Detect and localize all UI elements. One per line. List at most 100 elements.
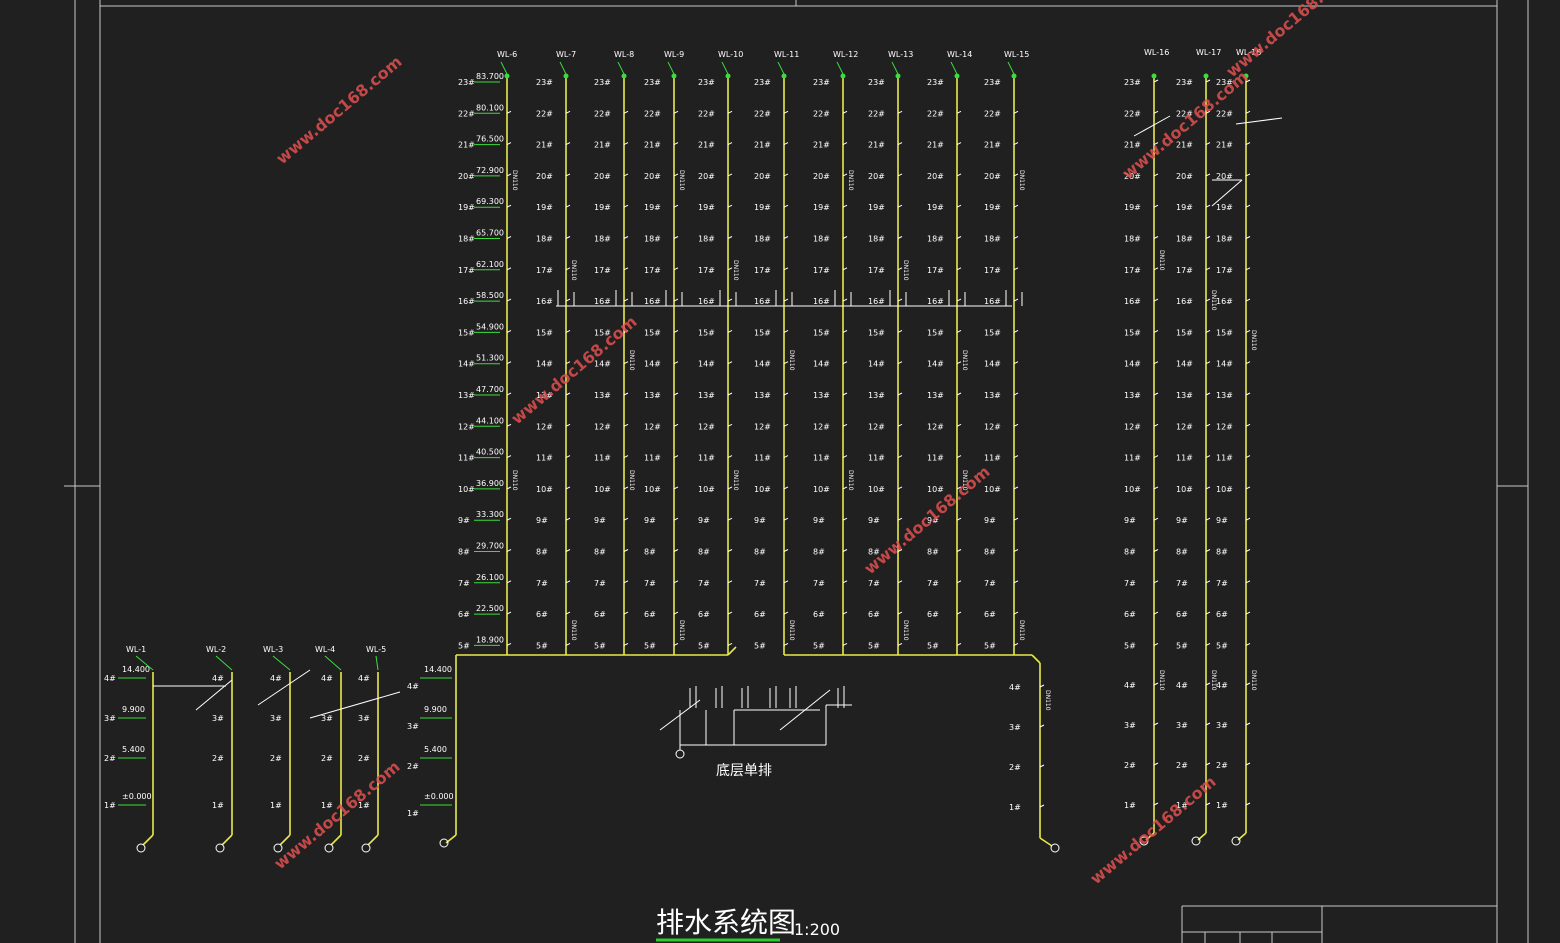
floor-label: 13# [536,391,553,400]
vent-cap [1203,73,1209,79]
branch-stub [783,173,789,177]
floor-label: 22# [868,109,885,118]
elevation-label: 36.900 [476,479,504,488]
branch-stub [956,642,962,646]
branch-stub [673,329,679,333]
floor-label: 8# [594,548,606,557]
branch-stub [897,142,903,146]
branch-stub [1205,486,1211,490]
branch-stub [1039,724,1045,728]
floor-label: 15# [754,328,771,337]
floor-label: 18# [868,235,885,244]
floor-label: 2# [1176,761,1188,770]
floor-label-left: 13# [458,391,475,400]
elevation-label: 14.400 [424,665,452,674]
floor-label: 12# [754,422,771,431]
floor-label: 17# [868,266,885,275]
floor-label: 21# [927,141,944,150]
floor-label-left: 6# [458,610,470,619]
pipe-size-label: DN110 [847,470,854,491]
branch-stub [1205,762,1211,766]
floor-label: 6# [984,610,996,619]
floor-label: 21# [984,141,1001,150]
floor-label: 22# [644,109,661,118]
floor-label: 14# [1216,360,1233,369]
branch-stub [783,267,789,271]
branch-stub [1245,549,1251,552]
riser-outlet [1039,837,1053,847]
floor-label: 16# [754,297,771,306]
floor-label: 12# [536,422,553,431]
floor-label: 18# [644,235,661,244]
floor-label: 14# [1176,360,1193,369]
floor-label: 3# [270,714,282,723]
floor-label: 9# [927,516,939,525]
pipe-size-label: DN110 [1210,290,1217,311]
floor-label: 18# [594,235,611,244]
floor-label: 22# [984,109,1001,118]
branch-stub [956,361,962,365]
branch-stub [897,392,903,396]
branch-stub [673,204,679,208]
floor-label: 12# [984,422,1001,431]
floor-label: 6# [536,610,548,619]
branch-stub [842,329,848,333]
floor-label: 11# [1216,454,1233,463]
branch-stub [623,611,629,615]
floor-label: 18# [1124,235,1141,244]
branch-detail [1235,117,1283,125]
pipe-label: WL-14 [947,50,972,59]
branch-stub [783,298,789,302]
branch-stub [1153,236,1159,239]
floor-label: 7# [984,579,996,588]
branch-stub [1245,455,1251,459]
floor-label: 23# [984,78,1001,87]
branch-stub [842,455,848,459]
floor-label: 4# [212,674,224,683]
pipe-size-label: DN110 [902,620,909,641]
elevation-label: 51.300 [476,354,504,363]
floor-label: 7# [927,579,939,588]
floor-label: 5# [594,641,606,650]
branch-stub [842,517,848,521]
floor-label: 9# [536,516,548,525]
floor-label-left: 5# [458,641,470,650]
floor-label: 9# [868,516,880,525]
branch-stub [1205,236,1211,239]
floor-label: 18# [984,235,1001,244]
floor-label: 8# [644,548,656,557]
branch-stub [565,173,571,177]
branch-stub [842,204,848,208]
branch-stub [1013,611,1019,615]
main-riser-group: 23#83.70022#80.10021#76.50020#72.90019#6… [455,50,1041,700]
floor-label: 12# [813,422,830,431]
floor-label: 17# [1124,266,1141,275]
floor-label: 12# [1124,422,1141,431]
branch-stub [1205,361,1211,365]
pipe-label-leader [324,655,342,671]
pipe-size-label: DN110 [961,350,968,371]
branch-stub [1013,392,1019,396]
branch-stub [783,642,789,646]
floor-label: 2# [212,754,224,763]
elevation-label: 33.300 [476,510,504,519]
floor-label: 7# [1176,579,1188,588]
watermark-text: www.doc168.com [1086,772,1219,888]
floor-label: 18# [1176,235,1193,244]
floor-label: 13# [868,391,885,400]
branch-stub [506,329,512,333]
branch-stub [727,455,733,459]
vent-cap [621,73,627,79]
branch-stub [727,298,733,302]
riser-outlet [221,834,233,846]
branch-stub [565,580,571,584]
floor-label: 10# [927,485,944,494]
branch-stub [1153,802,1159,806]
floor-label: 22# [536,109,553,118]
floor-label: 8# [1216,548,1228,557]
floor-label: 9# [984,516,996,525]
floor-label: 10# [594,485,611,494]
floor-label-left: 12# [458,422,475,431]
floor-label: 4# [1009,683,1021,692]
floor-label: 23# [594,78,611,87]
